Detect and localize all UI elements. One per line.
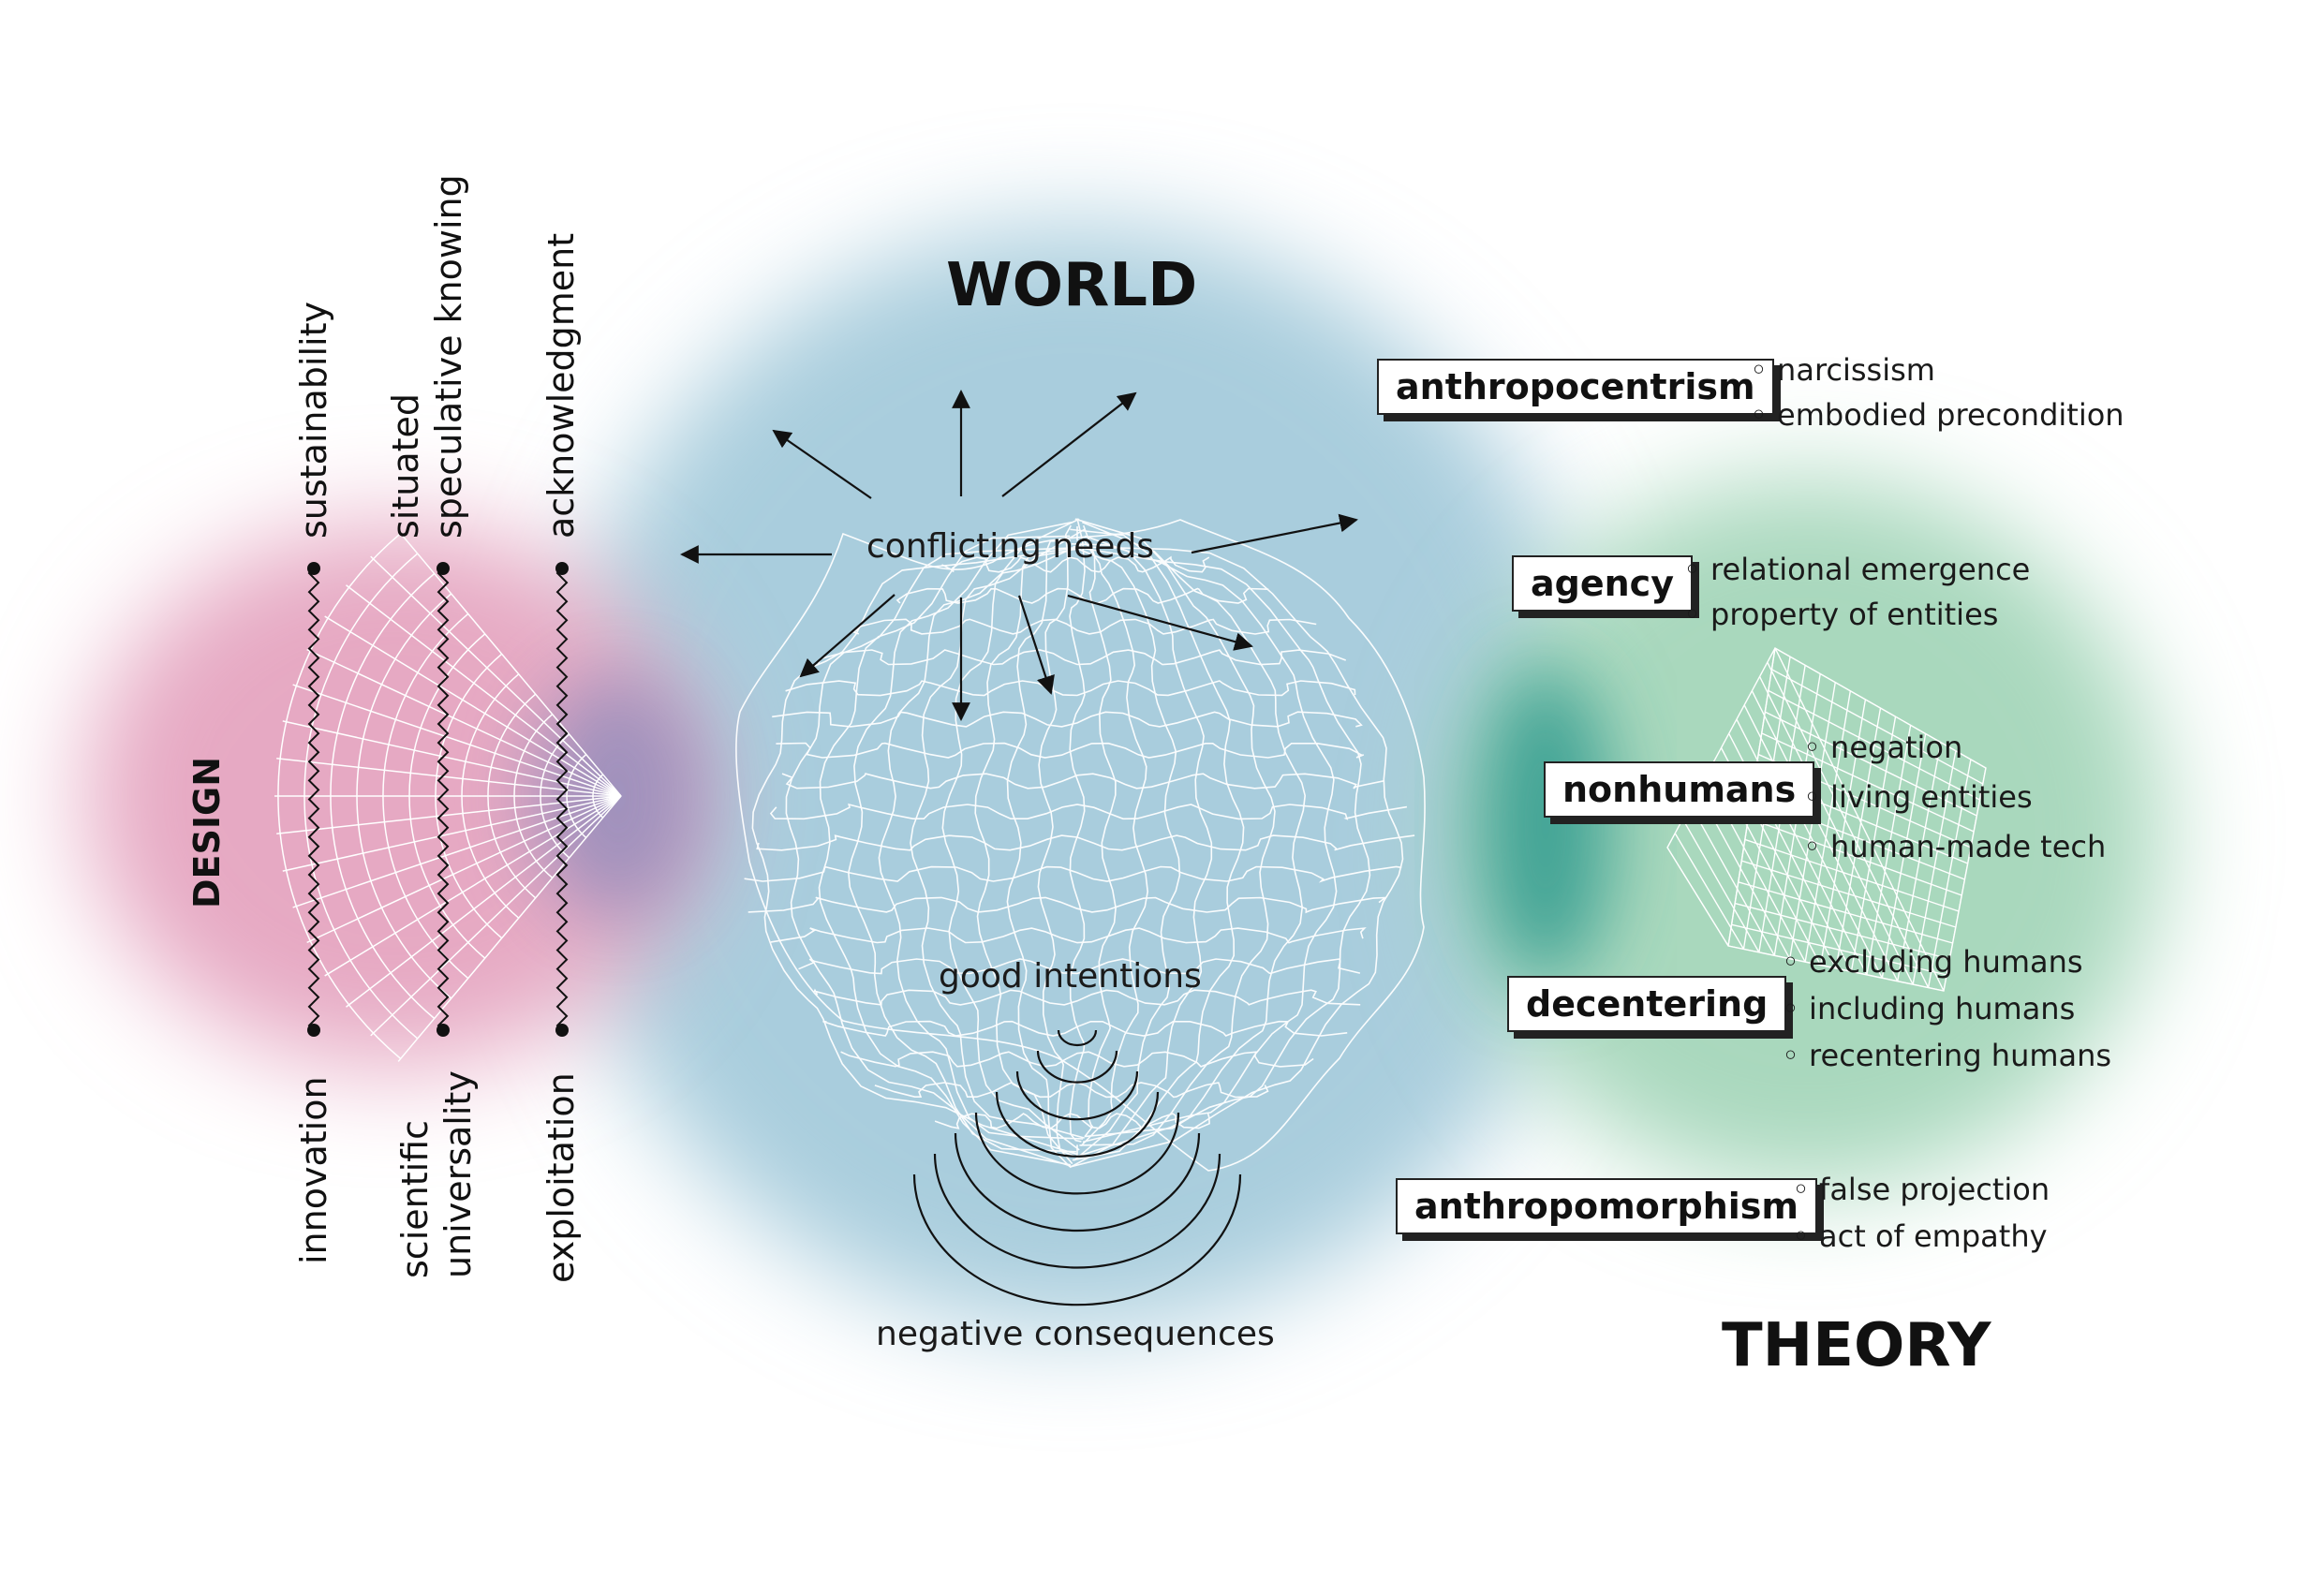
theory-core [1480,665,1611,983]
design-heading: DESIGN [186,756,228,908]
point-false-projection: ◦ false projection [1792,1172,2050,1207]
axis-label-sustainability: sustainability [293,302,334,539]
axis-situated-scientific [437,562,450,1037]
good-intentions-label: good intentions [939,957,1202,996]
points-anthropomorphism: ◦ false projection ◦ act of empathy [1792,1166,2050,1260]
points-anthropocentrism: ◦ narcissism ◦ embodied precondition [1750,347,2124,437]
conflict-arrows [680,390,1358,721]
point-human-made-tech: ◦ human-made tech [1803,829,2107,864]
theory-heading: THEORY [1722,1311,1991,1380]
points-nonhumans: ◦ negation ◦ living entities ◦ human-mad… [1803,723,2106,872]
conflicting-needs-label: conflicting needs [866,527,1155,566]
point-including-humans: ◦ including humans [1782,991,2076,1026]
points-agency: ◦ relational emergence ◦ property of ent… [1683,547,2030,637]
point-living-entities: ◦ living entities [1803,779,2033,815]
theory-cube [1666,647,1987,992]
axis-label-scientific-universality: scientific universality [394,1070,479,1278]
world-wireframe-globe [735,518,1426,1172]
axis-label-exploitation: exploitation [540,1072,582,1283]
point-negation: ◦ negation [1803,730,1963,765]
concept-agency: agency [1512,555,1693,612]
concept-anthropocentrism: anthropocentrism [1377,359,1774,415]
axis-label-innovation: innovation [293,1076,334,1264]
point-excluding-humans: ◦ excluding humans [1782,944,2083,980]
concept-anthropomorphism: anthropomorphism [1396,1178,1818,1234]
design-cone [274,530,622,1062]
concept-decentering: decentering [1507,976,1787,1032]
point-recentering-humans: ◦ recentering humans [1782,1038,2112,1073]
negative-consequences-label: negative consequences [876,1315,1275,1353]
points-decentering: ◦ excluding humans ◦ including humans ◦ … [1782,938,2111,1079]
point-embodied-precondition: ◦ embodied precondition [1750,397,2124,433]
point-act-of-empathy: ◦ act of empathy [1792,1218,2048,1254]
point-narcissism: ◦ narcissism [1750,352,1935,388]
axis-sustainability-innovation [307,562,320,1037]
point-property-of-entities: ◦ property of entities [1683,597,1999,632]
consequence-ripples [912,1029,1242,1306]
axis-acknowledgment-exploitation [555,562,569,1037]
axis-label-acknowledgment: acknowledgment [540,232,582,539]
point-relational-emergence: ◦ relational emergence [1683,552,2031,587]
concept-nonhumans: nonhumans [1544,761,1815,818]
axis-label-situated-speculative: situated speculative knowing [385,174,469,539]
design-axes [307,562,569,1037]
world-heading: WORLD [946,251,1198,320]
